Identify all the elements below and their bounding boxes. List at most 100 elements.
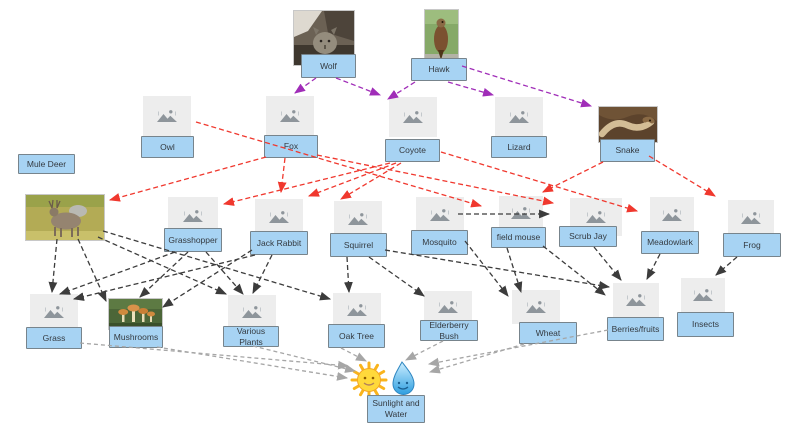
squirrel-placeholder — placeholder-image-icon[interactable] [334,201,382,237]
node-field-mouse-label: field mouse [496,232,541,243]
snake-photo[interactable] [598,106,658,143]
placeholder-image-icon [239,302,265,322]
node-coyote[interactable]: Coyote [385,139,440,162]
edge-oak-tree-to-sunlight-water [340,347,367,362]
mosquito-placeholder — placeholder-image-icon[interactable] [416,197,464,233]
edge-squirrel-to-elderberry-bush [368,256,425,297]
placeholder-image-icon [277,106,303,126]
edge-elderberry-bush-to-sunlight-water [405,340,444,361]
edge-mosquito-to-wheat [464,240,509,297]
edge-coyote-to-grasshopper [222,162,391,206]
edge-grasshopper-to-mushrooms [139,251,189,298]
node-various-plants[interactable]: Various Plants [223,326,279,347]
edge-field-mouse-to-wheat [506,247,523,294]
jack-rabbit-placeholder — placeholder-image-icon[interactable] [255,199,303,235]
fox-placeholder — placeholder-image-icon[interactable] [266,96,314,136]
node-lizard[interactable]: Lizard [491,136,547,158]
edge-mushrooms-to-sunlight-water [156,346,349,381]
node-wheat-label: Wheat [535,327,561,338]
placeholder-image-icon [345,209,371,229]
edge-wolf-to-fox [294,77,317,94]
placeholder-image-icon [400,107,426,127]
node-grass-label: Grass [42,332,66,343]
edge-scrub-jay-to-berries-fruits [593,246,622,281]
node-snake[interactable]: Snake [600,139,655,162]
node-various-plants-label: Various Plants [236,325,266,347]
edge-mule-deer-photo-to-grass [48,238,58,294]
wheat-placeholder — placeholder-image-icon[interactable] [512,290,560,324]
node-berries-fruits-label: Berries/fruits [611,323,660,334]
berries-fruits-placeholder — placeholder-image-icon[interactable] [613,283,659,317]
field-mouse-placeholder — placeholder-image-icon[interactable] [499,196,543,230]
meadowlark-placeholder — placeholder-image-icon[interactable] [650,197,694,233]
node-jack-rabbit[interactable]: Jack Rabbit [250,231,308,255]
node-owl[interactable]: Owl [141,136,194,158]
node-grasshopper[interactable]: Grasshopper [164,228,222,252]
edge-frog-to-insects [715,256,738,276]
insects-placeholder — placeholder-image-icon[interactable] [681,278,725,312]
node-squirrel[interactable]: Squirrel [330,233,387,257]
sun-and-waterdrop-icon [350,361,422,399]
node-oak-tree[interactable]: Oak Tree [328,324,385,348]
node-insects-label: Insects [692,319,719,330]
placeholder-image-icon [435,297,461,317]
edge-coyote-to-squirrel [340,162,402,200]
node-fox-label: Fox [283,141,299,152]
node-sunlight-water[interactable]: Sunlight and Water [367,395,425,423]
node-scrub-jay[interactable]: Scrub Jay [559,226,617,247]
edge-hawk-to-lizard [447,81,495,97]
node-meadowlark[interactable]: Meadowlark [641,231,699,254]
node-hawk[interactable]: Hawk [411,58,467,81]
hawk-photo[interactable] [424,9,459,65]
lizard-placeholder — placeholder-image-icon[interactable] [495,97,543,137]
node-fox[interactable]: Fox [264,135,318,158]
node-field-mouse[interactable]: field mouse [491,227,546,248]
edge-coyote-to-jack-rabbit [307,162,397,197]
node-mosquito[interactable]: Mosquito [411,230,468,255]
owl-placeholder — placeholder-image-icon[interactable] [143,96,191,136]
elderberry-bush-placeholder — placeholder-image-icon[interactable] [424,291,472,323]
oak-tree-placeholder — placeholder-image-icon[interactable] [333,293,381,327]
edge-wheat-to-sunlight-water [428,343,525,374]
deer-photo [26,195,104,240]
placeholder-image-icon [738,208,764,228]
edge-mule-deer-photo-to-mushrooms [77,238,107,303]
node-insects[interactable]: Insects [677,312,734,337]
placeholder-image-icon [583,207,609,227]
node-elderberry-bush-label: Elderberry Bush [429,319,469,341]
edge-squirrel-to-oak-tree [344,256,353,294]
frog-placeholder — placeholder-image-icon[interactable] [728,200,774,236]
node-mule-deer[interactable]: Mule Deer [18,154,75,174]
node-hawk-label: Hawk [428,64,450,75]
sun-and-waterdrop-icon[interactable] [350,361,422,399]
node-jack-rabbit-label: Jack Rabbit [256,237,302,248]
node-berries-fruits[interactable]: Berries/fruits [607,317,664,341]
node-snake-label: Snake [615,145,640,156]
placeholder-image-icon [690,285,716,305]
node-mushrooms[interactable]: Mushrooms [109,326,163,348]
node-meadowlark-label: Meadowlark [647,237,693,248]
edge-wolf-to-coyote [335,77,382,96]
mushrooms-photo[interactable] [108,298,163,330]
edge-jack-rabbit-to-grass [72,254,256,301]
placeholder-image-icon [523,297,549,317]
deer-photo[interactable] [25,194,105,241]
node-frog[interactable]: Frog [723,233,781,257]
various-plants-placeholder — placeholder-image-icon[interactable] [228,295,276,329]
edge-fox-to-mule-deer-photo [108,156,267,202]
placeholder-image-icon [344,300,370,320]
edge-meadowlark-to-berries-fruits [646,253,661,280]
node-wolf[interactable]: Wolf [301,54,356,78]
edge-jack-rabbit-to-various-plants [252,254,273,294]
placeholder-image-icon [506,107,532,127]
node-grass[interactable]: Grass [26,327,82,349]
edge-grasshopper-to-various-plants [205,251,244,295]
edge-various-plants-to-sunlight-water [252,345,357,373]
node-oak-tree-label: Oak Tree [339,330,374,341]
grass-placeholder — placeholder-image-icon[interactable] [30,294,78,330]
node-coyote-label: Coyote [399,145,426,156]
coyote-placeholder — placeholder-image-icon[interactable] [389,97,437,137]
node-wheat[interactable]: Wheat [519,322,577,344]
node-elderberry-bush[interactable]: Elderberry Bush [420,320,478,341]
